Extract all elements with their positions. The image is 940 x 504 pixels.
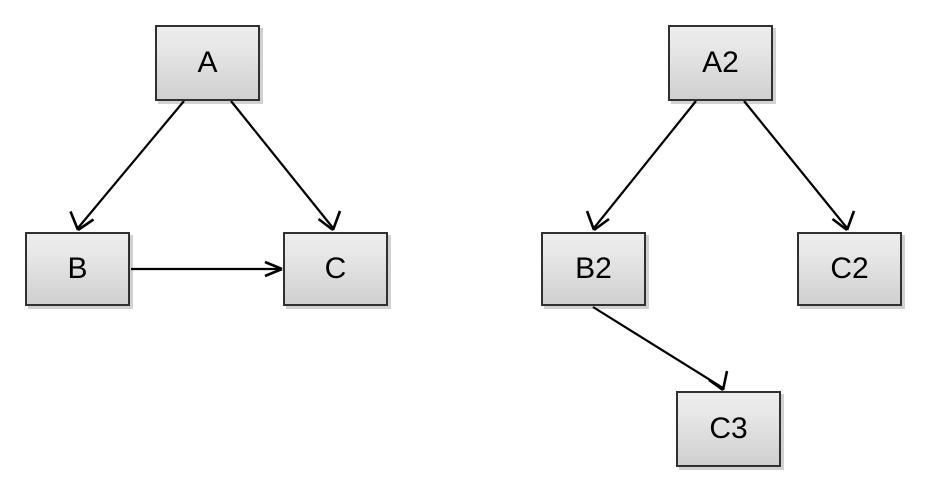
node-c2-label: C2	[830, 252, 869, 285]
edge-b-to-c	[131, 260, 283, 278]
node-a-label: A	[197, 46, 218, 79]
node-a2[interactable]: A2	[668, 25, 773, 101]
node-b[interactable]: B	[25, 232, 130, 306]
edge-a-to-b-line	[77, 100, 185, 229]
edge-a2-to-b2	[585, 100, 697, 232]
edge-a-to-c-line	[230, 100, 334, 229]
edge-a2-to-b2-arrowhead	[585, 210, 610, 232]
node-c[interactable]: C	[283, 232, 388, 306]
node-b2[interactable]: B2	[541, 232, 646, 306]
edge-b2-to-c3	[592, 306, 729, 392]
edge-b-to-c-arrowhead	[264, 260, 283, 278]
edge-a2-to-c2	[743, 100, 856, 232]
edge-a-to-b	[69, 100, 185, 232]
node-c3[interactable]: C3	[676, 391, 781, 467]
node-b2-label: B2	[575, 252, 612, 285]
node-c-label: C	[324, 252, 347, 285]
edge-a-to-c	[230, 100, 342, 232]
node-c3-label: C3	[709, 412, 748, 445]
edge-a-to-c-arrowhead	[317, 210, 342, 232]
node-c2[interactable]: C2	[797, 232, 902, 306]
node-b-label: B	[67, 252, 88, 285]
edge-b2-to-c3-line	[592, 306, 724, 389]
node-a[interactable]: A	[155, 25, 260, 101]
node-a2-label: A2	[702, 46, 739, 79]
edge-a2-to-b2-line	[593, 100, 697, 229]
edge-a2-to-c2-arrowhead	[831, 210, 856, 232]
edge-a2-to-c2-line	[743, 100, 848, 229]
edge-a-to-b-arrowhead	[69, 211, 95, 232]
edge-b2-to-c3-arrowhead	[708, 370, 729, 392]
